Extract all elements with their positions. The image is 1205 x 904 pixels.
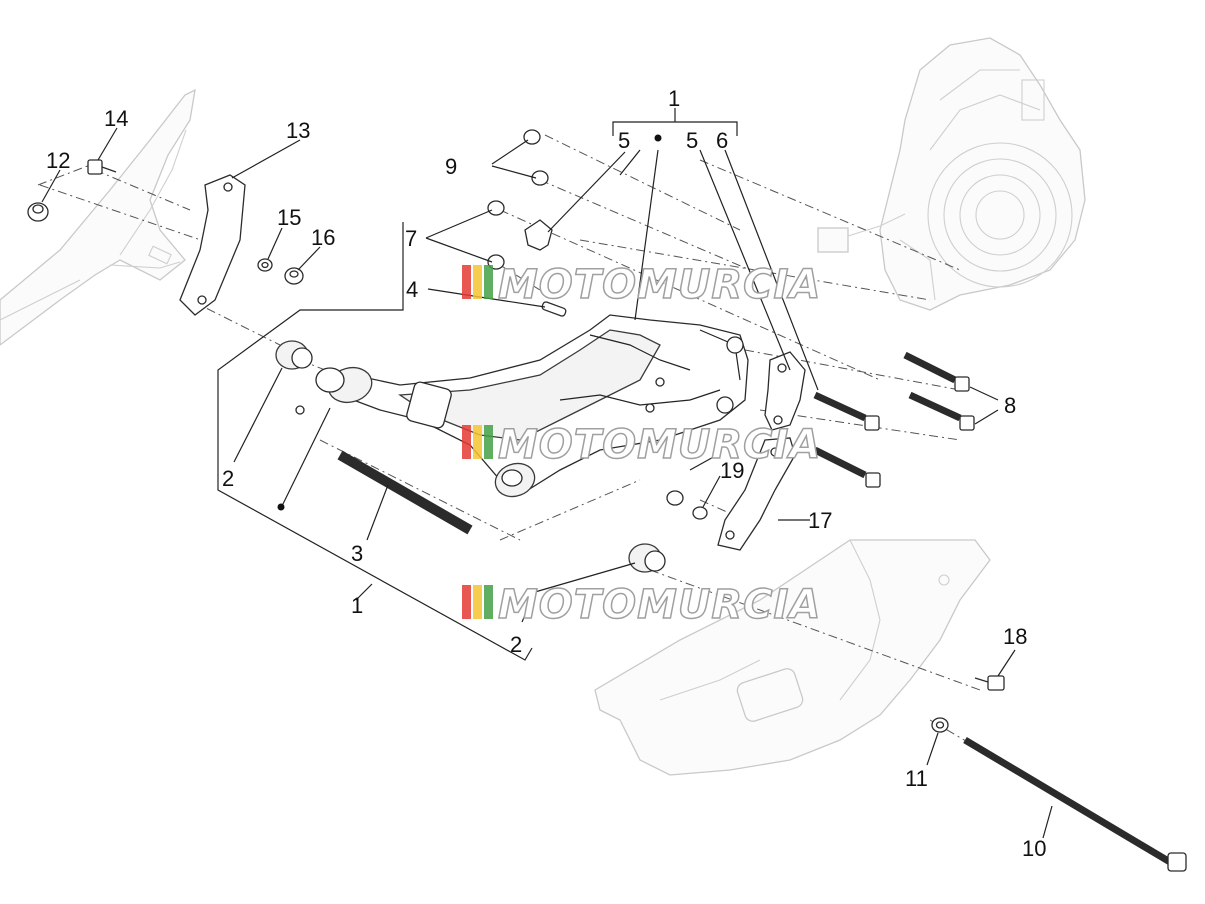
watermark-stripe-green [484,265,493,299]
watermark-stripe-yellow [473,585,482,619]
callout-2-left: 2 [222,466,234,491]
callout-6: 6 [716,128,728,153]
watermark-stripe-red [462,585,471,619]
callout-16: 16 [311,225,335,250]
callout-18: 18 [1003,624,1027,649]
watermark-middle: MOTOMURCIA [462,421,821,469]
watermark-text: MOTOMURCIA [498,582,821,628]
watermark-text: MOTOMURCIA [498,422,821,468]
callout-1-top: 1 [668,86,680,111]
swing-arm [295,314,749,498]
callout-5-right: 5 [686,128,698,153]
callout-14: 14 [104,106,128,131]
callout-17: 17 [808,508,832,533]
callout-2-bottom: 2 [510,632,522,657]
assembly-centerlines [37,134,1171,861]
watermark-text: MOTOMURCIA [498,262,821,308]
engine-ghost [817,37,1086,311]
watermark-stripe-green [484,585,493,619]
watermark-bottom: MOTOMURCIA [462,581,821,629]
frame-section-left-ghost [0,88,196,346]
callout-9: 9 [445,154,457,179]
leader-lines [41,108,1053,839]
watermark-top: MOTOMURCIA [462,261,821,309]
hardware-parts [27,129,1187,872]
callout-12: 12 [46,148,70,173]
watermark-stripe-green [484,425,493,459]
callout-10: 10 [1022,836,1046,861]
callout-5-left: 5 [618,128,630,153]
callout-1-bottom: 1 [351,593,363,618]
callout-labels: 1 5 5 6 9 7 4 12 14 13 15 16 2 3 1 2 8 1… [46,86,1046,861]
callout-8: 8 [1004,393,1016,418]
watermark-stripe-red [462,425,471,459]
callout-7: 7 [405,226,417,251]
callout-19: 19 [720,458,744,483]
callout-3: 3 [351,541,363,566]
callout-13: 13 [286,118,310,143]
watermark-stripe-yellow [473,425,482,459]
callout-4: 4 [406,277,418,302]
frame-section-right-ghost [594,539,991,776]
callout-15: 15 [277,205,301,230]
watermark-stripe-yellow [473,265,482,299]
callout-11: 11 [905,766,928,791]
watermark-stripe-red [462,265,471,299]
